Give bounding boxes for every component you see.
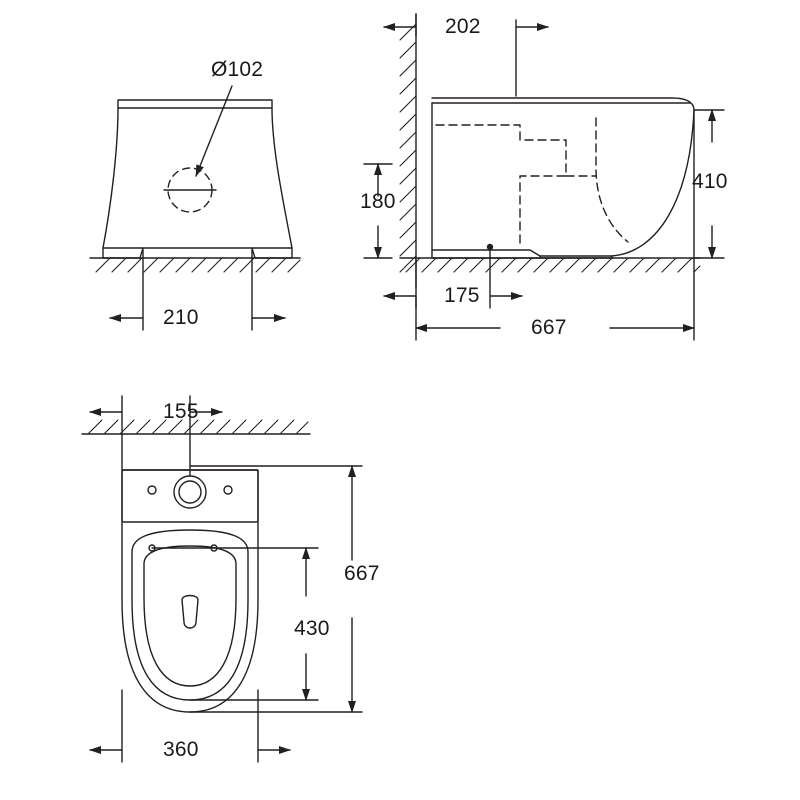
top-view-667-dimension bbox=[189, 465, 363, 713]
side-view-667-dimension bbox=[415, 109, 695, 341]
dim-label-top-inlet-offset: 155 bbox=[163, 400, 199, 423]
side-view-175-dimension bbox=[383, 249, 523, 309]
front-view-geometry bbox=[89, 99, 301, 259]
side-view-outlet-marker bbox=[486, 243, 494, 251]
front-view-diameter-leader bbox=[195, 85, 233, 177]
side-view-wall-hatch bbox=[399, 23, 417, 273]
top-view-360-dimension bbox=[89, 689, 291, 763]
dim-label-side-top-offset: 202 bbox=[445, 15, 481, 38]
side-view-hidden-lines bbox=[435, 117, 629, 246]
top-view-430-dimension bbox=[151, 547, 319, 701]
front-view-flush-hole bbox=[163, 167, 217, 213]
dim-label-side-height: 410 bbox=[692, 170, 728, 193]
dim-label-side-low-height: 180 bbox=[360, 190, 396, 213]
side-view-180-dimension bbox=[363, 163, 393, 259]
side-view-410-dimension bbox=[693, 109, 725, 259]
dim-label-top-depth: 667 bbox=[344, 562, 380, 585]
dim-label-side-outlet-offset: 175 bbox=[444, 284, 480, 307]
side-view-floor-hatch bbox=[405, 257, 701, 273]
side-view-202-dimension bbox=[383, 13, 549, 97]
top-view-geometry bbox=[81, 433, 311, 713]
top-view-155-dimension bbox=[89, 395, 223, 477]
side-view-geometry bbox=[399, 13, 701, 289]
dim-label-side-depth: 667 bbox=[531, 316, 567, 339]
top-view-wall-hatch bbox=[87, 419, 309, 435]
dim-label-front-width: 210 bbox=[163, 306, 199, 329]
dim-label-front-diameter: Ø102 bbox=[211, 58, 264, 81]
dim-label-top-width: 360 bbox=[163, 738, 199, 761]
front-view-width-dimension bbox=[109, 249, 286, 331]
dim-label-top-bowl-depth: 430 bbox=[294, 617, 330, 640]
front-view-floor-hatch bbox=[95, 257, 301, 273]
